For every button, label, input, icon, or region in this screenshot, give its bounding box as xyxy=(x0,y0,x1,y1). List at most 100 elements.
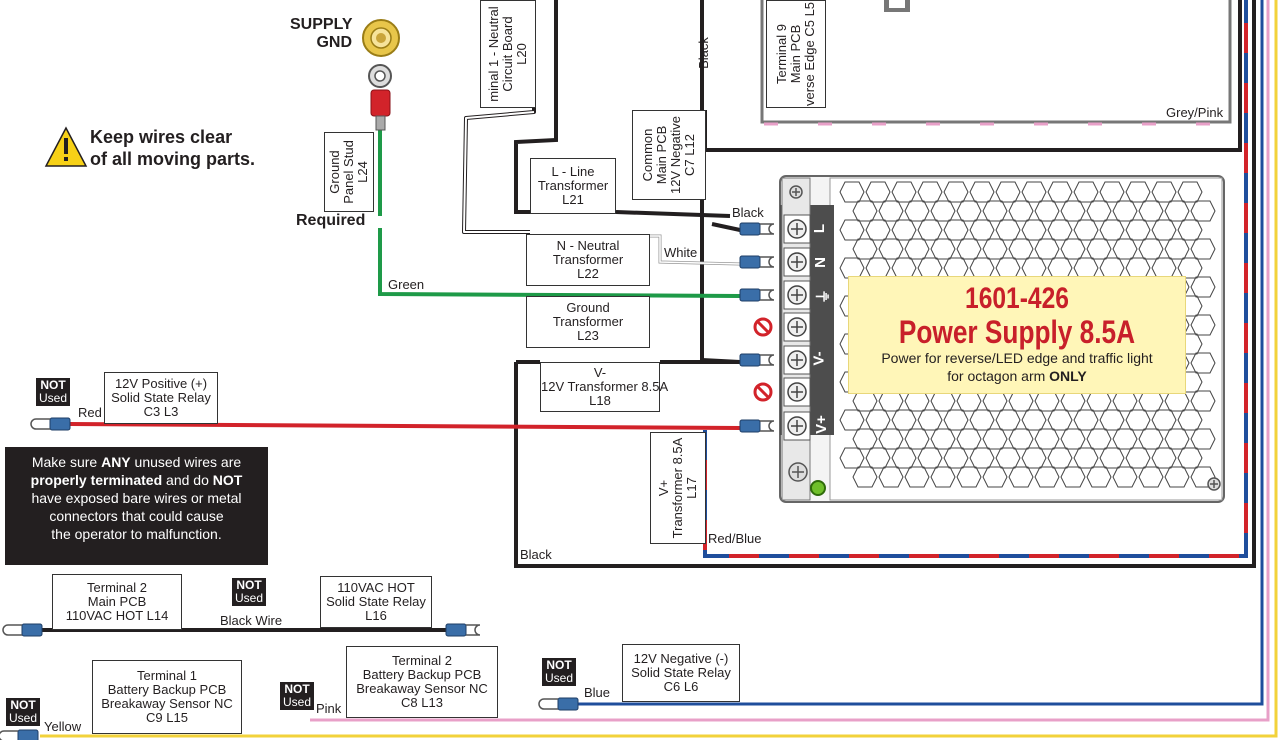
upper-right-frame xyxy=(760,0,1232,124)
wire-label-blue: Blue xyxy=(584,685,611,700)
hex-vent xyxy=(1034,238,1060,260)
hex-vent xyxy=(1034,428,1060,450)
wire-label-black-bottom: Black xyxy=(520,547,552,562)
hex-vent xyxy=(1151,447,1177,469)
hex-vent xyxy=(1125,181,1151,203)
hex-vent xyxy=(1073,447,1099,469)
hex-vent xyxy=(995,447,1021,469)
hex-vent xyxy=(878,428,904,450)
fork-terminal xyxy=(760,420,775,432)
hex-vent xyxy=(1086,238,1112,260)
wire-yellow xyxy=(40,0,1278,738)
wire-pink xyxy=(310,0,1270,722)
hex-vent xyxy=(930,238,956,260)
terminal-vminus-label: V- xyxy=(810,351,828,366)
crimp-connector xyxy=(49,417,71,431)
wire-green xyxy=(378,228,741,298)
hex-vent xyxy=(1047,181,1073,203)
crimp-connector xyxy=(21,623,43,637)
hex-vent xyxy=(943,447,969,469)
fork-terminal xyxy=(30,418,50,430)
hex-vent xyxy=(930,428,956,450)
hex-vent xyxy=(982,238,1008,260)
hex-vent xyxy=(1138,466,1164,488)
hex-vent xyxy=(1112,200,1138,222)
hex-vent xyxy=(1177,447,1203,469)
caution-text: Keep wires clear of all moving parts. xyxy=(90,127,256,169)
psu-part-number: 1601-426 xyxy=(965,282,1069,315)
wire-label-red-blue: Red/Blue xyxy=(708,531,762,546)
terminal-screw-slot xyxy=(791,386,803,398)
hex-vent xyxy=(982,428,1008,450)
terminal-screw-slot xyxy=(791,256,803,268)
hex-vent xyxy=(891,447,917,469)
hex-vent xyxy=(995,181,1021,203)
crimp-connector xyxy=(739,288,761,302)
fork-terminal xyxy=(760,256,775,268)
crimp-connector xyxy=(739,255,761,269)
fork-terminal xyxy=(538,698,558,710)
wire-label-yellow: Yellow xyxy=(44,719,82,734)
hex-vent xyxy=(865,181,891,203)
hex-vent xyxy=(1099,181,1125,203)
hex-vent xyxy=(1177,257,1203,279)
hex-vent xyxy=(917,447,943,469)
wire-label-pink: Pink xyxy=(316,701,342,716)
hex-vent xyxy=(1047,219,1073,241)
hex-vent xyxy=(1190,200,1216,222)
hex-vent xyxy=(956,238,982,260)
hex-vent xyxy=(1190,314,1216,336)
hex-vent xyxy=(1177,219,1203,241)
hex-vent xyxy=(1086,428,1112,450)
hex-vent xyxy=(904,466,930,488)
hex-vent xyxy=(1060,200,1086,222)
hex-vent xyxy=(982,200,1008,222)
hex-vent xyxy=(839,181,865,203)
hex-vent xyxy=(956,466,982,488)
hex-vent xyxy=(1047,447,1073,469)
wire-label-black-term: Black xyxy=(732,205,764,220)
hex-vent xyxy=(852,428,878,450)
hex-vent xyxy=(904,200,930,222)
crimp-connector xyxy=(739,353,761,367)
hex-vent xyxy=(1112,238,1138,260)
wire-label-black-wire: Black Wire xyxy=(220,613,283,628)
hex-vent xyxy=(852,200,878,222)
crimp-connector xyxy=(739,222,761,236)
hex-vent xyxy=(930,466,956,488)
hex-vent xyxy=(917,181,943,203)
terminal-screw-slot xyxy=(791,354,803,366)
ground-stud-icon xyxy=(362,19,400,131)
terminal-screw-slot xyxy=(791,223,803,235)
hex-vent xyxy=(1164,200,1190,222)
wire-label-grey-pink: Grey/Pink xyxy=(1166,105,1224,120)
hex-vent xyxy=(1034,200,1060,222)
terminal-n-label: N xyxy=(811,257,829,268)
hex-vent xyxy=(1112,428,1138,450)
terminal-ground-label: ⏚ xyxy=(815,288,833,305)
hex-vent xyxy=(878,200,904,222)
hex-vent xyxy=(1047,409,1073,431)
wire-black-outer xyxy=(514,0,1256,568)
fork-terminal xyxy=(760,289,775,301)
required-label: Required xyxy=(296,212,366,229)
hex-vent xyxy=(1008,200,1034,222)
hex-vent xyxy=(878,238,904,260)
caution-icon xyxy=(44,126,88,167)
wire-red xyxy=(69,422,741,430)
hex-vent xyxy=(1190,390,1216,412)
hex-vent xyxy=(1112,466,1138,488)
hex-vent xyxy=(852,466,878,488)
crimp-connector xyxy=(557,697,579,711)
crimp-connector xyxy=(445,623,467,637)
